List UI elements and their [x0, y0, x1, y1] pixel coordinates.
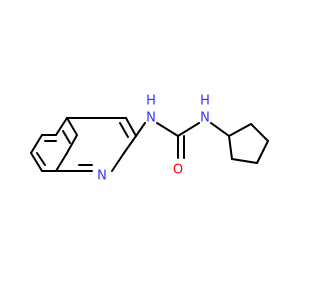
bond-c8-c7-inner — [36, 152, 46, 166]
bond-c5-c4a — [55, 117, 68, 136]
quinoline-nitrogen-label: N — [97, 169, 107, 184]
bond-c3-c2 — [125, 117, 137, 137]
bond-cp1-cp2 — [228, 123, 252, 137]
bond-c3-c2-inner — [119, 122, 129, 138]
bond-nh-carbonyl — [156, 122, 179, 137]
canvas-background — [0, 0, 300, 300]
bond-c3-nh — [135, 122, 146, 137]
bond-c1-n1 — [111, 152, 125, 172]
bond-cp4-cp5 — [231, 158, 258, 164]
bond-c2-c1 — [123, 135, 137, 154]
bond-carbonyl-nh — [177, 122, 200, 137]
bond-c7-c6 — [30, 134, 43, 154]
bond-cp5-cp1 — [228, 135, 233, 160]
urea-hydrogen-left-label: H — [146, 94, 156, 109]
urea-nitrogen-left-label: N — [146, 111, 156, 126]
bond-c4a-c8a — [66, 117, 78, 136]
urea-hydrogen-right-label: H — [200, 94, 210, 109]
molecule-structure-diagram: N N H N H O — [0, 0, 300, 300]
bond-cp3-cp4 — [256, 140, 269, 164]
bond-c8a-c4a-inner — [62, 130, 71, 144]
urea-nitrogen-right-label: N — [200, 111, 210, 126]
bond-nh-cyclopentyl — [210, 122, 230, 137]
bond-c4a-c8a-fused — [55, 152, 68, 172]
bond-c8-c7 — [30, 152, 43, 172]
carbonyl-oxygen-label: O — [173, 163, 183, 178]
bond-cp2-cp3 — [250, 123, 269, 142]
bond-fused-inner — [66, 134, 78, 154]
